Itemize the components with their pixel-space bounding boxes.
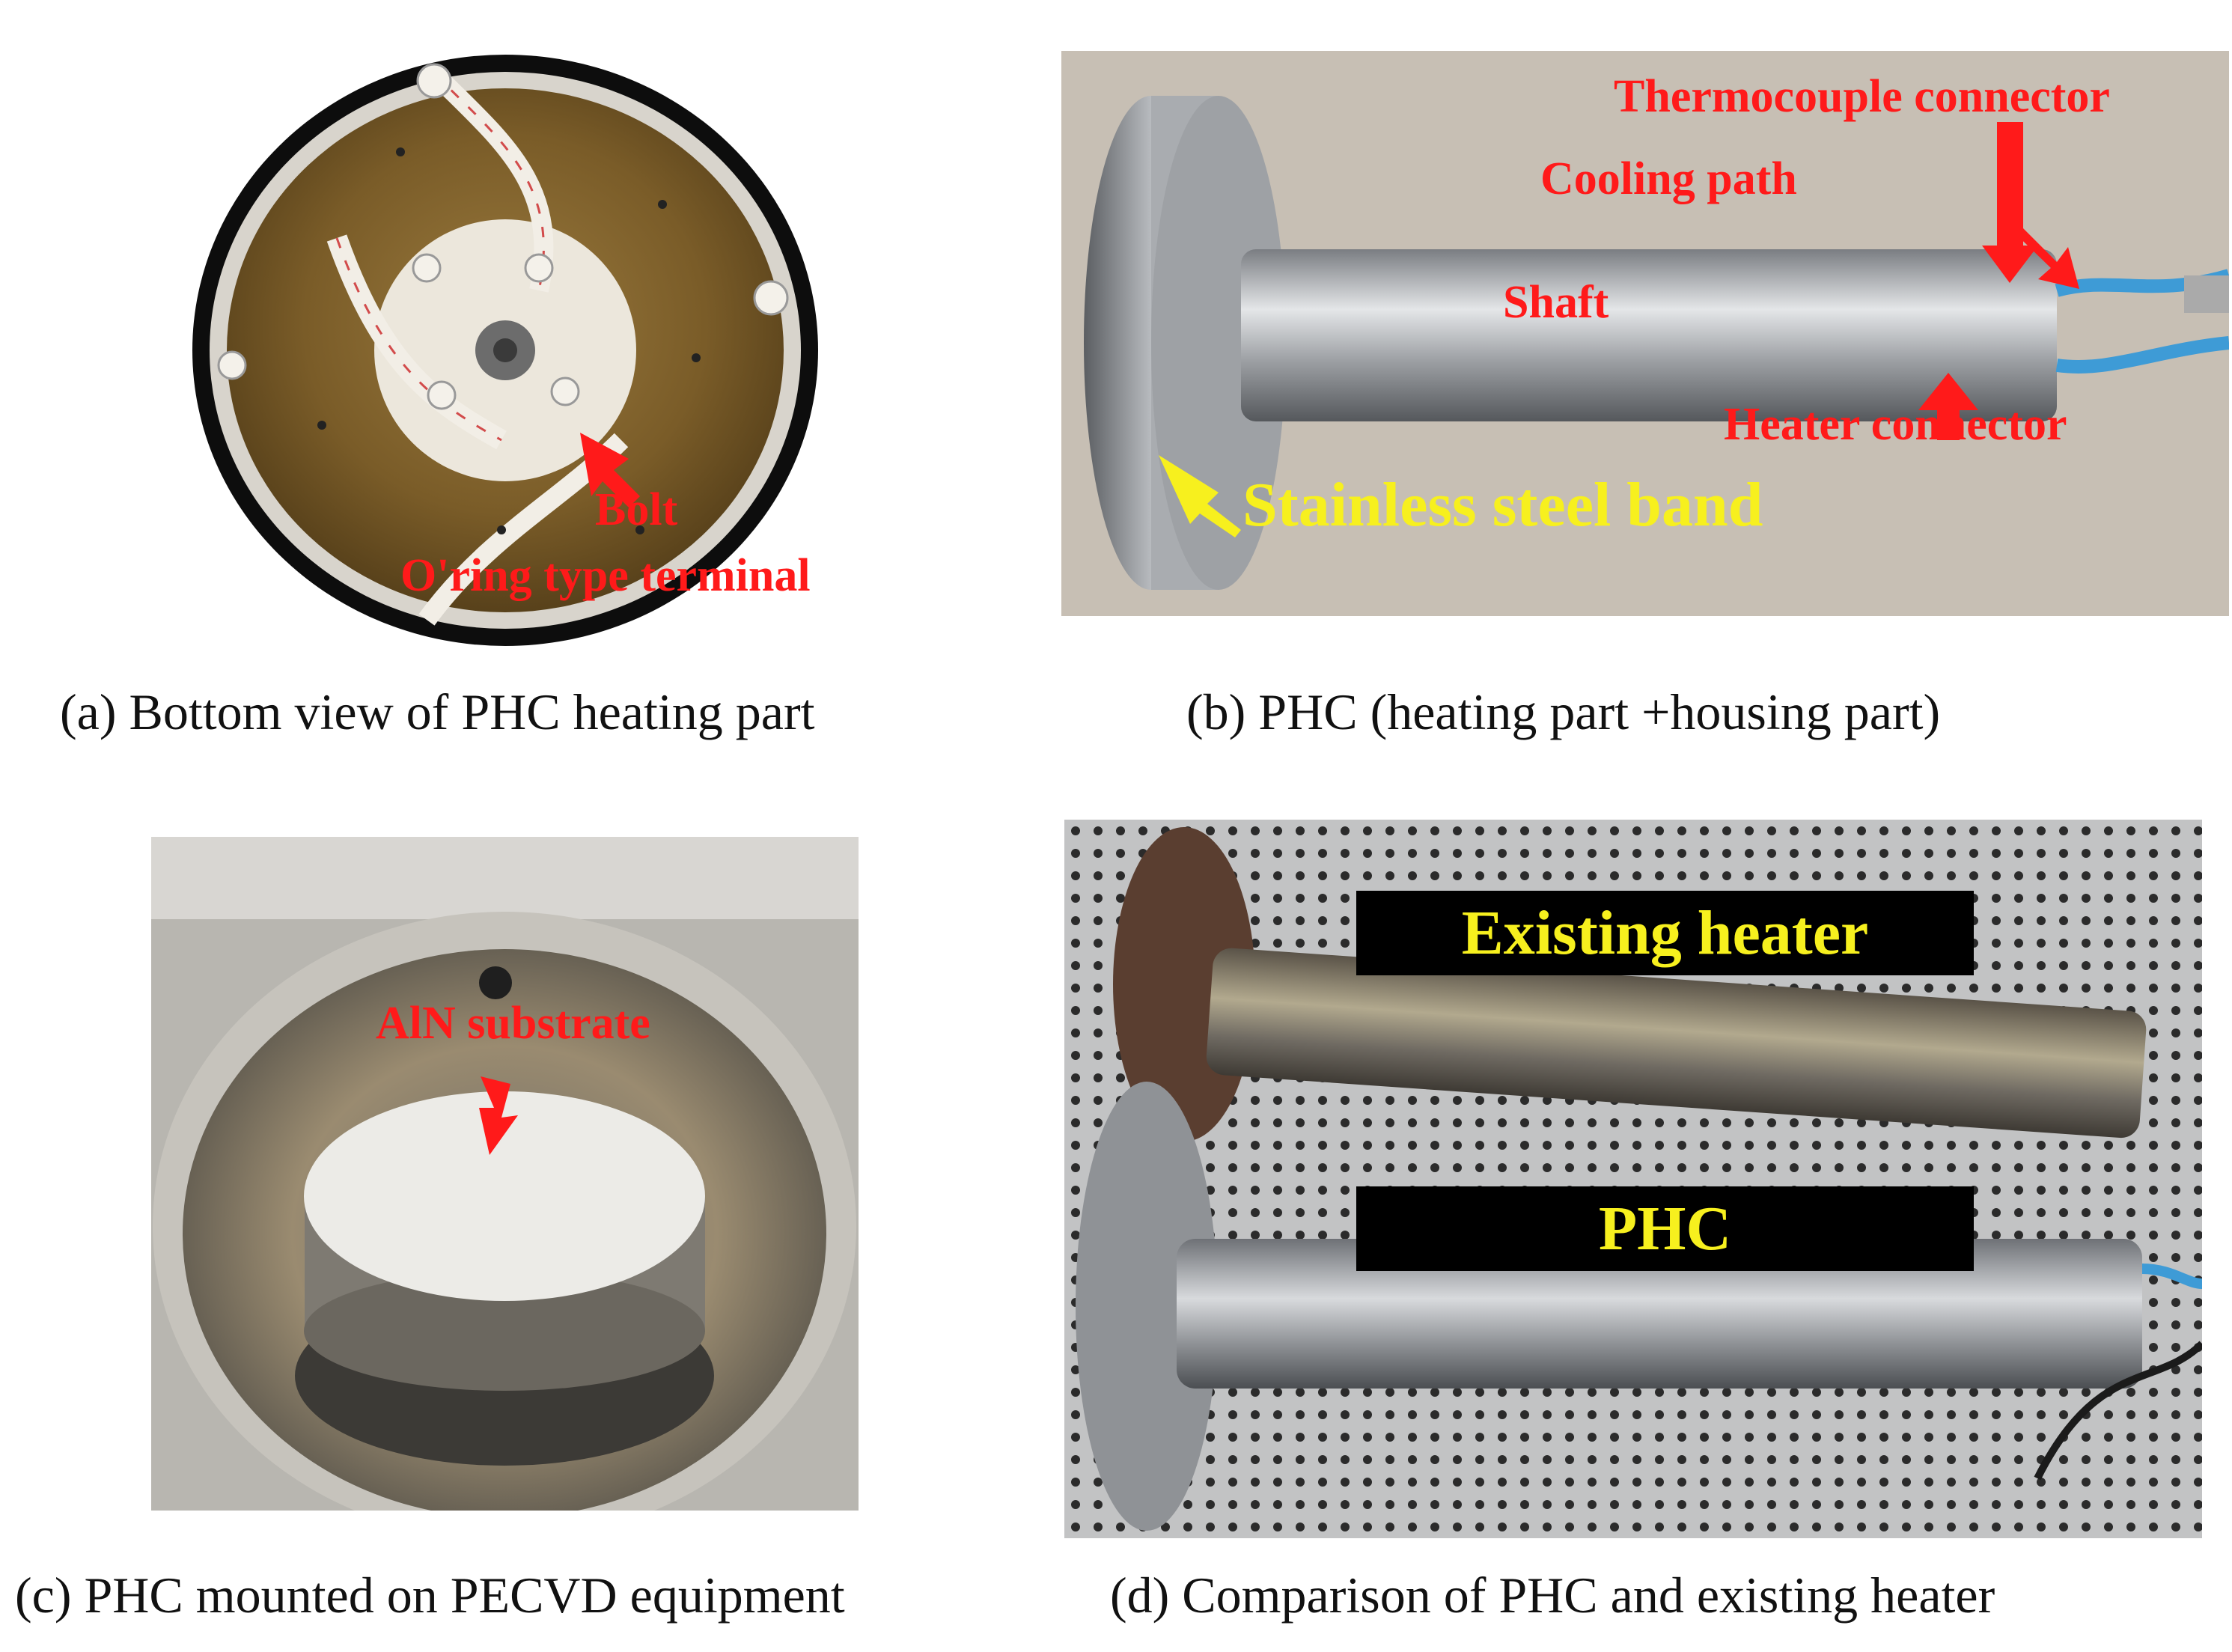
- label-oring-terminal: O'ring type terminal: [400, 550, 811, 601]
- label-box-existing-heater: Existing heater: [1356, 891, 1974, 975]
- caption-d: (d) Comparison of PHC and existing heate…: [1110, 1567, 1995, 1624]
- label-stainless-band: Stainless steel band: [1242, 470, 1763, 540]
- arrow-icon: [479, 1076, 518, 1155]
- arrow-icon: [1918, 373, 1978, 440]
- label-shaft: Shaft: [1503, 277, 1609, 328]
- photo-d-comparison: Existing heater PHC: [1064, 820, 2202, 1538]
- label-cooling-path: Cooling path: [1540, 153, 1797, 204]
- arrow-icon: [1982, 122, 2038, 283]
- caption-c: (c) PHC mounted on PECVD equipment: [15, 1567, 845, 1624]
- caption-b: (b) PHC (heating part +housing part): [1186, 683, 1941, 740]
- label-existing-heater: Existing heater: [1461, 897, 1869, 968]
- arrow-icon: [2006, 217, 2079, 289]
- label-bolt: Bolt: [595, 484, 678, 535]
- photo-c-pecvd: AlN substrate: [151, 837, 859, 1511]
- label-heater-connector: Heater connector: [1724, 399, 2067, 450]
- label-phc: PHC: [1598, 1193, 1732, 1264]
- label-thermocouple: Thermocouple connector: [1614, 71, 2110, 122]
- caption-a: (a) Bottom view of PHC heating part: [60, 683, 815, 740]
- label-aln-substrate: AlN substrate: [376, 998, 650, 1049]
- photo-b-phc: Thermocouple connector Cooling path Shaf…: [1061, 51, 2229, 616]
- arrow-icon: [1159, 455, 1241, 537]
- arrow-icon: [580, 433, 640, 508]
- photo-a-bottom-view: Bolt O'ring type terminal: [187, 51, 823, 650]
- label-box-phc: PHC: [1356, 1186, 1974, 1271]
